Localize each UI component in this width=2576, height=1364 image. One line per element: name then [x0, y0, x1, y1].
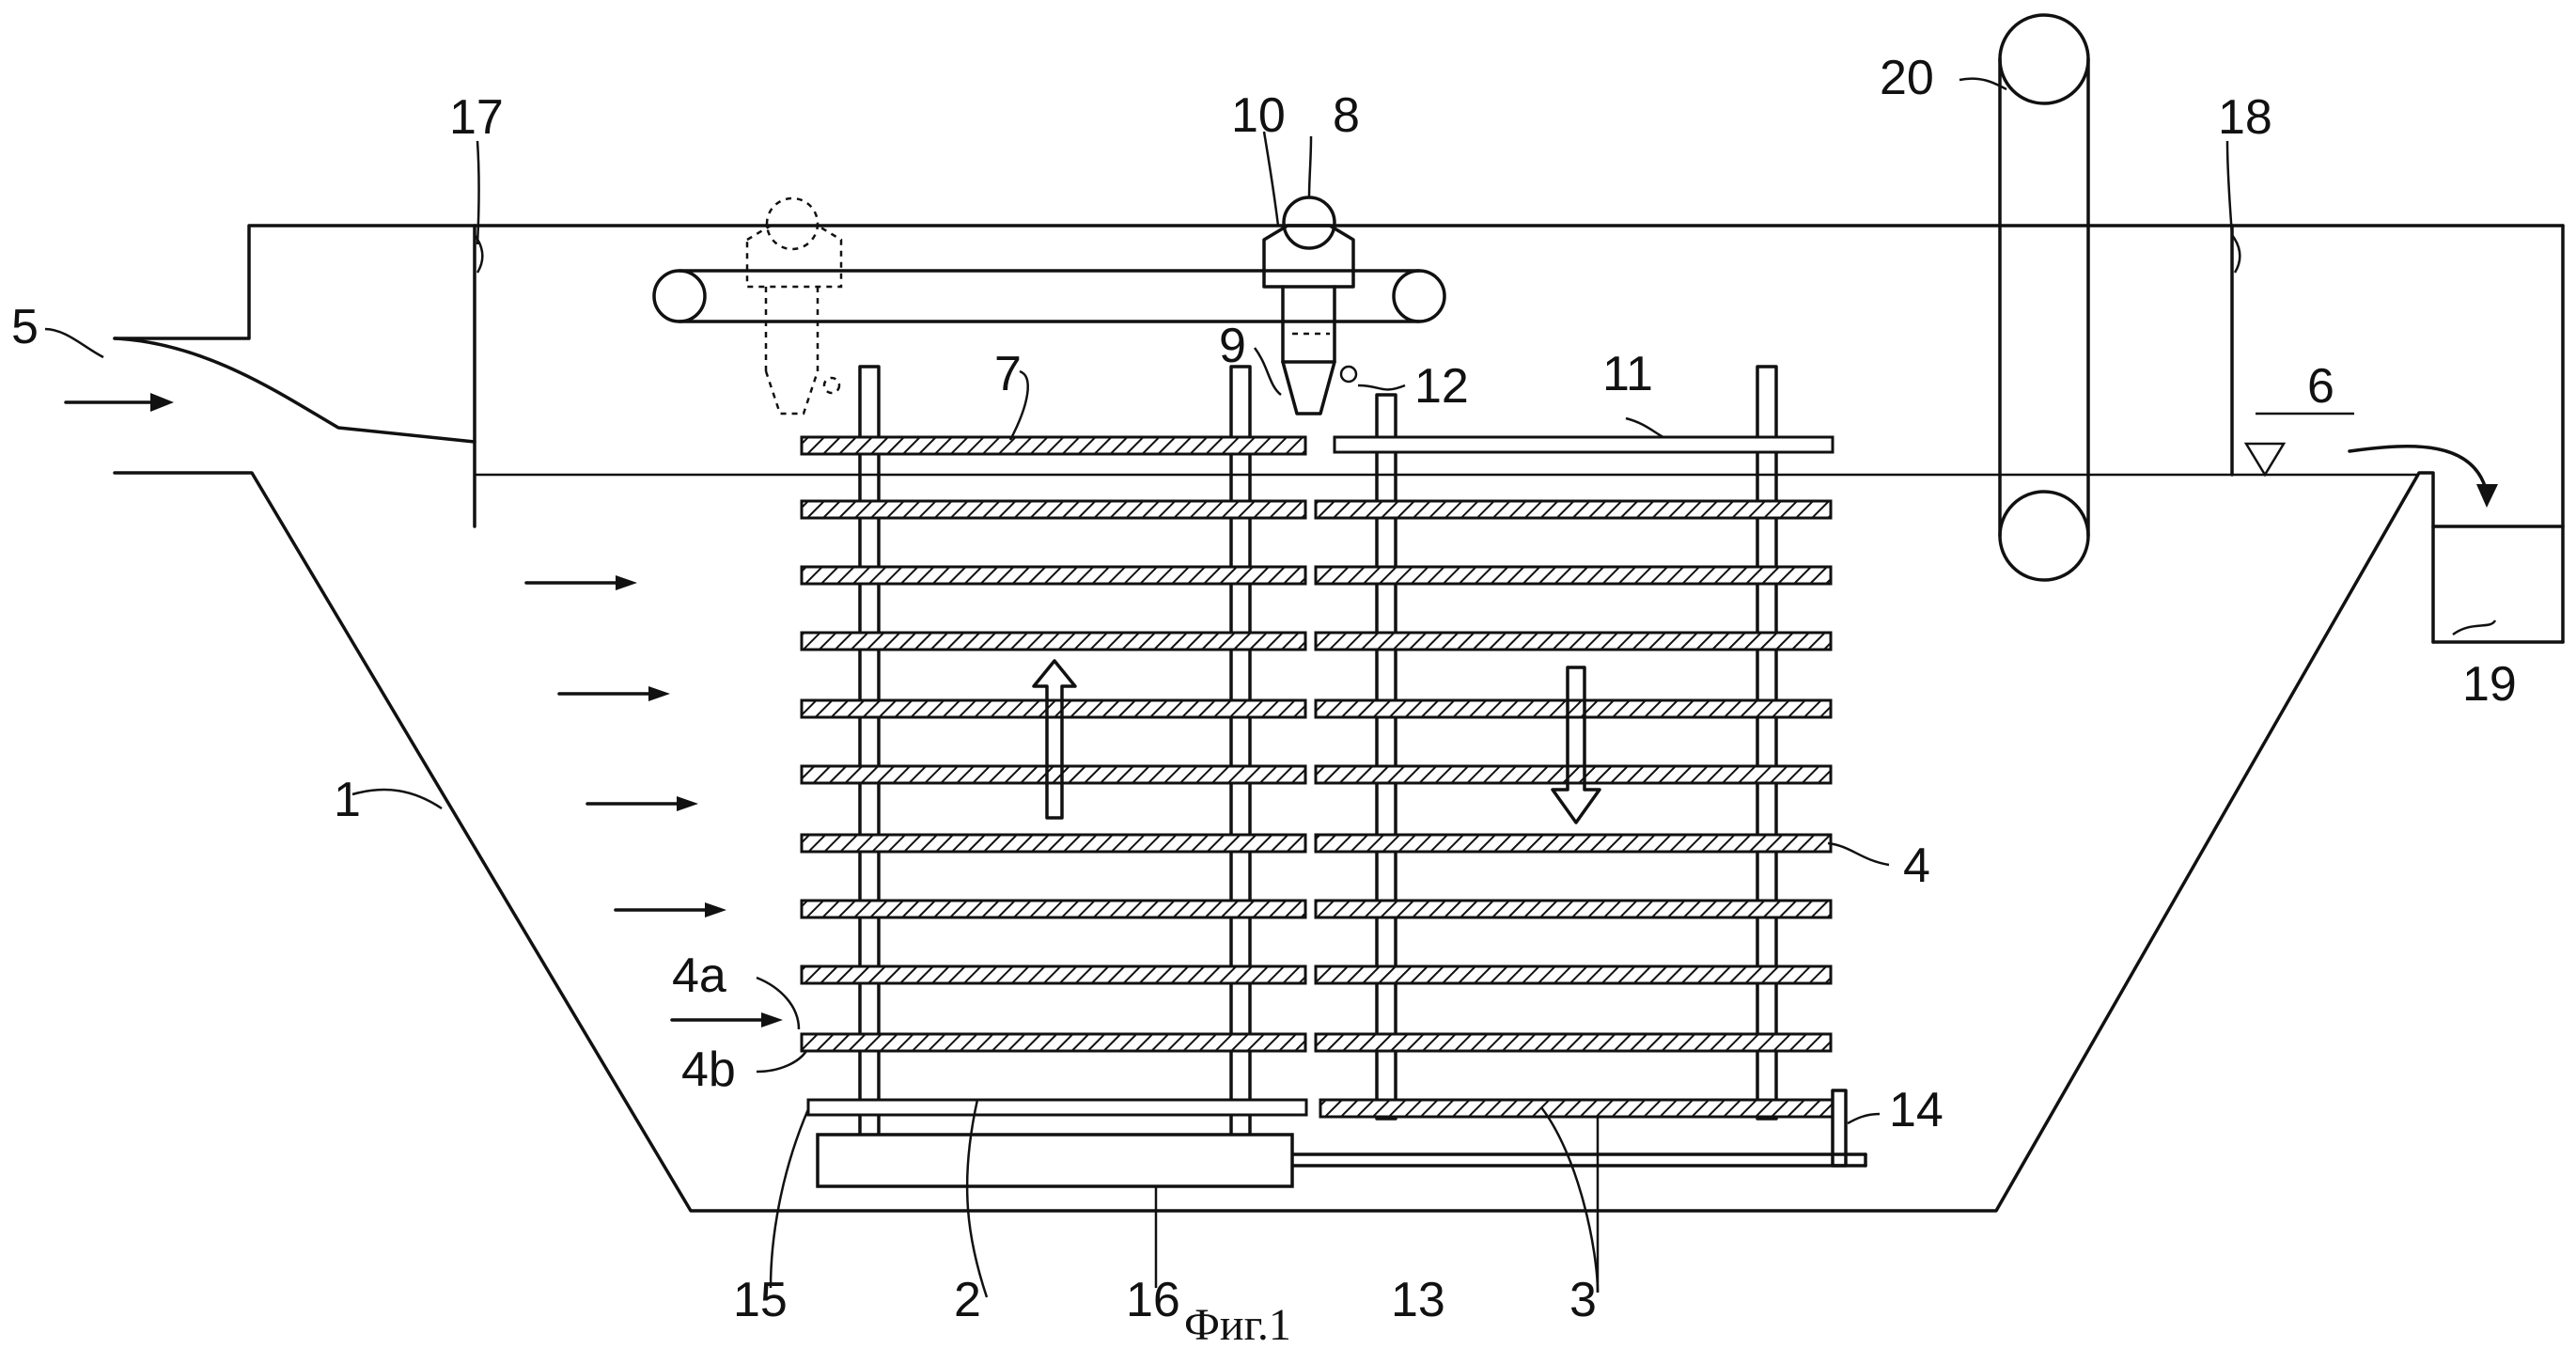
- membrane-plate: [1316, 700, 1831, 717]
- label-9: 9: [1219, 319, 1246, 373]
- membrane-plate: [1316, 966, 1831, 983]
- membrane-plate: [802, 700, 1305, 717]
- membrane-plate: [1316, 567, 1831, 584]
- membrane-plate: [802, 1034, 1305, 1051]
- stack-left-rods: [860, 367, 1250, 1137]
- label-13: 13: [1391, 1273, 1445, 1327]
- label-10: 10: [1231, 88, 1286, 143]
- stack-right-rods: [1377, 367, 1776, 1119]
- label-3: 3: [1569, 1273, 1597, 1327]
- label-4a: 4a: [672, 949, 726, 1003]
- label-6: 6: [2307, 359, 2334, 414]
- membrane-plate: [1316, 766, 1831, 783]
- label-12: 12: [1414, 359, 1469, 414]
- label-18: 18: [2218, 90, 2272, 145]
- membrane-plate: [802, 437, 1305, 454]
- label-2: 2: [954, 1273, 981, 1327]
- carriage-ghost: [747, 198, 841, 414]
- bottom-plate-15: [808, 1100, 1306, 1115]
- label-4b: 4b: [681, 1043, 736, 1097]
- label-14: 14: [1889, 1083, 1944, 1137]
- bottom-plate-13: [1320, 1100, 1833, 1117]
- label-8: 8: [1333, 88, 1360, 143]
- label-17: 17: [449, 90, 504, 145]
- membrane-plate: [1316, 1034, 1831, 1051]
- baffle-18: [2232, 226, 2240, 475]
- membrane-plate: [802, 567, 1305, 584]
- label-15: 15: [733, 1273, 788, 1327]
- membrane-plate: [802, 835, 1305, 852]
- label-16: 16: [1126, 1273, 1180, 1327]
- membrane-plate: [1316, 901, 1831, 917]
- label-5: 5: [11, 300, 39, 354]
- membrane-plate: [1316, 501, 1831, 518]
- overflow-arrow: [2350, 447, 2498, 508]
- up-arrow: [1034, 661, 1075, 818]
- figure-caption: Фиг.1: [1184, 1300, 1291, 1350]
- membrane-plate: [802, 766, 1305, 783]
- membrane-plate: [1316, 633, 1831, 650]
- carriage: [1264, 197, 1356, 414]
- label-4: 4: [1903, 839, 1930, 893]
- label-7: 7: [994, 347, 1022, 401]
- label-1: 1: [334, 773, 361, 827]
- membrane-plate: [802, 966, 1305, 983]
- base-16: [818, 1135, 1292, 1186]
- inflow-arrows: [66, 393, 783, 1027]
- membrane-plate: [802, 901, 1305, 917]
- membrane-plate: [802, 501, 1305, 518]
- top-plate-11: [1335, 437, 1833, 452]
- stack-right-plates: [1316, 437, 1833, 1117]
- baffle-17: [475, 226, 482, 526]
- label-19: 19: [2462, 657, 2517, 712]
- water-level-marker: [2246, 414, 2354, 475]
- down-arrow: [1553, 667, 1600, 823]
- membrane-plate: [1316, 835, 1831, 852]
- label-20: 20: [1880, 51, 1934, 105]
- label-11: 11: [1602, 347, 1653, 401]
- hoist-20: [2000, 15, 2088, 580]
- membrane-plate: [802, 633, 1305, 650]
- carriage-rail: [654, 271, 1444, 321]
